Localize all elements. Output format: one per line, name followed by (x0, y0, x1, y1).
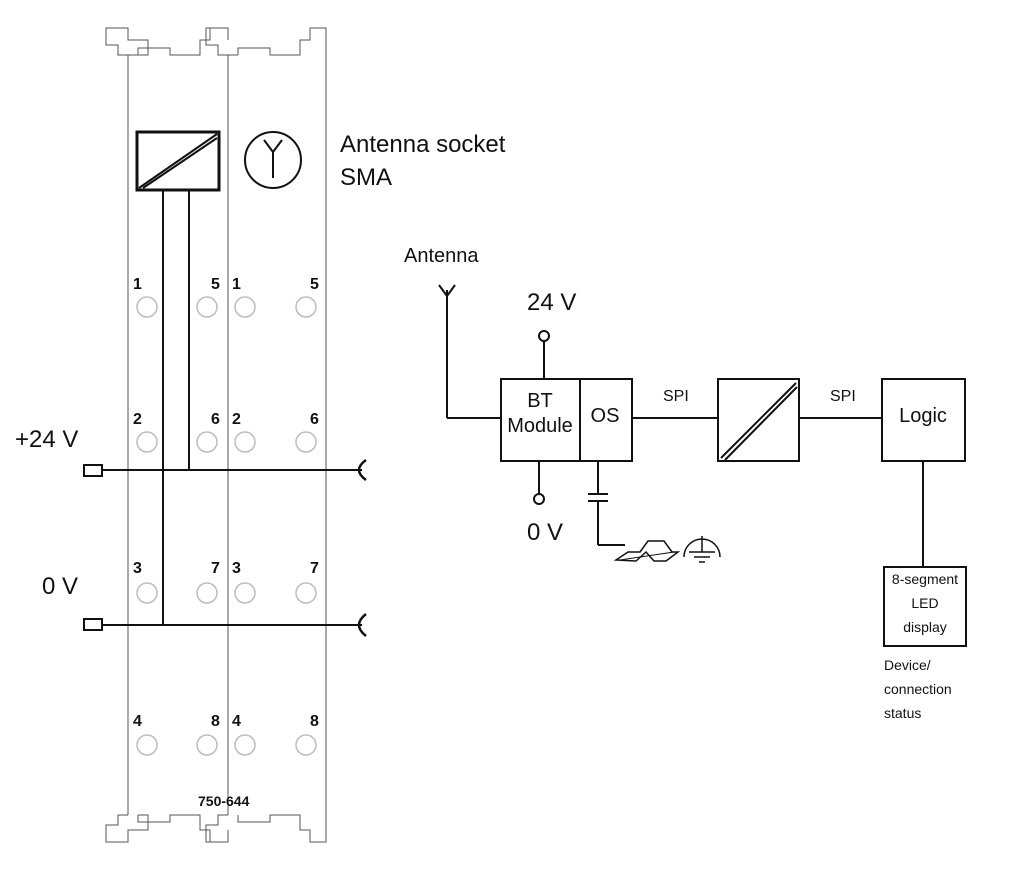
pin-number: 7 (211, 560, 220, 577)
pin-number: 6 (211, 411, 220, 428)
spi-label-right: SPI (830, 388, 856, 405)
led-display-block (883, 566, 967, 647)
bt-module-block (500, 378, 633, 462)
led-display-label: LED (911, 595, 938, 611)
block-schematic: Antenna BT Module OS 24 V 0 V (404, 245, 967, 721)
din-rail-icon (613, 540, 681, 562)
spi-label-left: SPI (663, 388, 689, 405)
bottom-latch-right (205, 814, 228, 843)
pin-number: 4 (232, 713, 241, 730)
pin-number: 7 (310, 560, 319, 577)
top-latch-left (105, 27, 149, 56)
pin-number: 3 (232, 560, 241, 577)
capacitor-ground-symbol (588, 461, 625, 546)
pin-number: 2 (133, 411, 142, 428)
antenna-socket-icon (244, 131, 302, 189)
bt-module-label: Module (507, 415, 573, 437)
ground-icon (683, 536, 721, 563)
bt-module-label: BT (527, 390, 553, 412)
status-label: connection (884, 681, 952, 697)
led-display-label: 8-segment (892, 571, 958, 587)
pin-number: 5 (310, 276, 319, 293)
isolator-block (717, 378, 800, 462)
pin-number: 2 (232, 411, 241, 428)
pin-number: 4 (133, 713, 142, 730)
label-plus24: +24 V (15, 426, 78, 453)
logic-label: Logic (899, 405, 947, 427)
module-number: 750-644 (198, 793, 250, 809)
status-label: Device/ (884, 657, 931, 673)
pin-number: 8 (211, 713, 220, 730)
pin-number: 3 (133, 560, 142, 577)
antenna-label: Antenna (404, 245, 479, 267)
terminal-module: +24 V 0 V 1 5 2 6 3 7 4 8 1 5 2 6 3 7 4 … (15, 27, 506, 843)
rail-0v (83, 613, 367, 637)
pin-number: 6 (310, 411, 319, 428)
pin-number: 1 (232, 276, 241, 293)
led-display-label: display (903, 619, 947, 635)
supply-24v-label: 24 V (527, 289, 576, 316)
top-latch-right (205, 27, 228, 56)
antenna-socket-label: SMA (340, 164, 392, 191)
pin-number: 8 (310, 713, 319, 730)
pin-number: 5 (211, 276, 220, 293)
os-label: OS (591, 405, 620, 427)
antenna-socket-label: Antenna socket (340, 131, 506, 158)
antenna-icon (438, 284, 456, 418)
pin-number: 1 (133, 276, 142, 293)
terminal-contacts (136, 296, 317, 756)
bottom-latch-left (105, 814, 149, 843)
converter-symbol (135, 130, 221, 192)
rail-plus24 (83, 458, 367, 482)
status-label: status (884, 705, 921, 721)
label-0v: 0 V (42, 573, 78, 600)
supply-0v-label: 0 V (527, 519, 563, 546)
